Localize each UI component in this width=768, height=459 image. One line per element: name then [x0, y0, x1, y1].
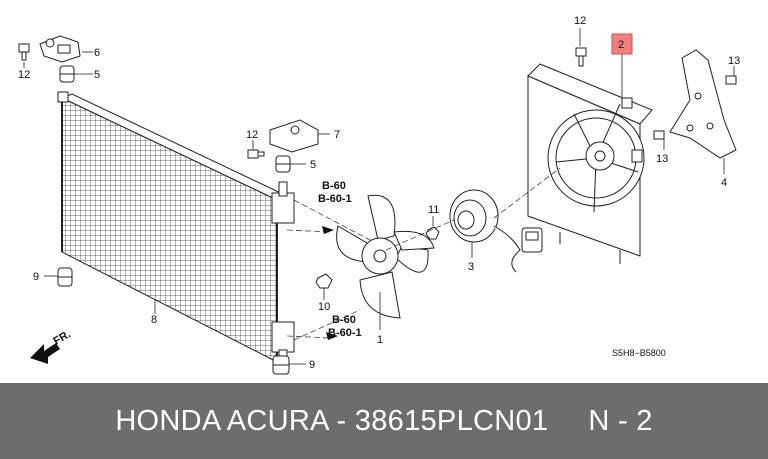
leader-lines: [23, 28, 735, 365]
footer-position: N - 2: [588, 404, 653, 437]
front-arrow: FR.: [30, 328, 73, 364]
callout-12-mid: 12: [246, 129, 258, 141]
bolt-12-mid: [247, 149, 265, 159]
fan-motor-3: [449, 189, 543, 273]
nut-11: [425, 226, 440, 240]
callout-2: 2: [618, 39, 624, 51]
callout-7: 7: [334, 129, 340, 141]
callout-4: 4: [721, 177, 727, 189]
ref-b601-top: B-60-1: [318, 193, 352, 205]
condenser: [57, 91, 295, 363]
bolt-12-left: [18, 43, 30, 61]
callout-1: 1: [377, 334, 383, 346]
footer-part-title: HONDA ACURA - 38615PLCN01: [115, 404, 549, 437]
ref-arrows: [322, 226, 338, 340]
ref-b60-bottom: B-60: [332, 314, 356, 326]
fan-1: [336, 194, 435, 319]
callout-10: 10: [318, 301, 330, 313]
bolt-12-right: [575, 47, 587, 67]
callout-11: 11: [428, 204, 439, 216]
rubber-mount-5-mid: [275, 155, 291, 173]
front-label: FR.: [52, 328, 73, 347]
callout-9-bottom: 9: [309, 359, 315, 371]
callout-8: 8: [151, 314, 157, 326]
rubber-mount-5-top: [59, 65, 75, 83]
ref-b60-top: B-60: [322, 180, 346, 192]
callout-12-right: 12: [574, 15, 586, 27]
fan-shroud: [527, 63, 653, 264]
callout-6: 6: [94, 47, 100, 59]
rubber-mount-9: [57, 267, 290, 375]
callout-13-mid: 13: [656, 153, 668, 165]
footer-banner: HONDA ACURA - 38615PLCN01 N - 2: [0, 383, 768, 459]
ref-b601-bottom: B-60-1: [328, 327, 362, 339]
callout-5-mid: 5: [310, 159, 316, 171]
parts-diagram: 6 5 12 7 5 12 8 9 9 1 10 11 3 12 2 13 13…: [18, 15, 740, 375]
bracket-4: [669, 49, 737, 159]
nut-10: [315, 273, 333, 289]
bracket-6: [39, 35, 81, 63]
reference-lines: [286, 167, 561, 341]
callout-5-top: 5: [94, 69, 100, 81]
callout-2-highlight: [611, 33, 633, 55]
callout-9-left: 9: [33, 271, 39, 283]
ref-labels: B-60 B-60-1 B-60 B-60-1: [318, 180, 362, 339]
callout-3: 3: [468, 261, 474, 273]
callout-13-top: 13: [728, 55, 740, 67]
callout-12-left: 12: [18, 69, 30, 81]
bracket-7: [269, 119, 319, 153]
callouts: 6 5 12 7 5 12 8 9 9 1 10 11 3 12 2 13 13…: [18, 15, 740, 371]
drawing-code: S5H8−B5800: [612, 348, 666, 358]
